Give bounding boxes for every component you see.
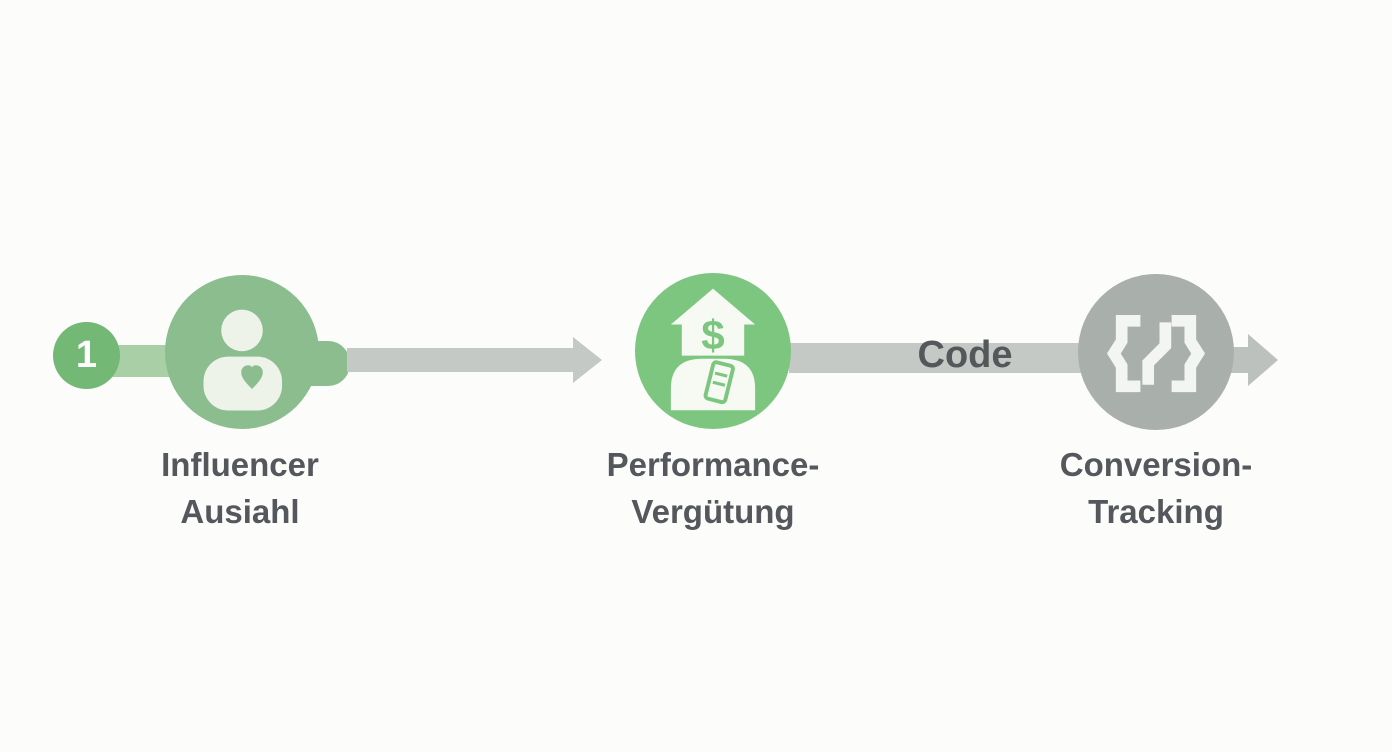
code-connector-bar — [789, 343, 1081, 373]
arrow1-head-icon — [573, 337, 602, 383]
step3-label-line1: Conversion- — [1059, 446, 1253, 483]
step-number: 1 — [75, 334, 98, 376]
code-brackets-icon — [1106, 314, 1206, 393]
exit-arrow-head-icon — [1248, 334, 1278, 386]
step2-label: Performance- Vergütung — [563, 441, 863, 535]
step-number-badge: 1 — [53, 322, 120, 389]
step1-label: Influencer Ausiahl — [90, 441, 390, 535]
money-person-icon: $ — [670, 288, 756, 411]
step3-circle — [1078, 274, 1234, 430]
code-connector-label: Code — [917, 334, 1013, 376]
step2-circle: $ — [635, 273, 791, 429]
person-icon — [203, 309, 283, 411]
step1-circle — [165, 275, 319, 429]
svg-text:$: $ — [701, 311, 724, 358]
step3-label: Conversion- Tracking — [1006, 441, 1306, 535]
step1-label-line1: Influencer — [161, 446, 319, 483]
step2-label-line1: Performance- — [606, 446, 820, 483]
step2-label-line2: Vergütung — [631, 493, 795, 530]
arrow1-shaft — [347, 348, 575, 372]
step1-label-line2: Ausiahl — [180, 493, 300, 530]
step3-label-line2: Tracking — [1088, 493, 1224, 530]
